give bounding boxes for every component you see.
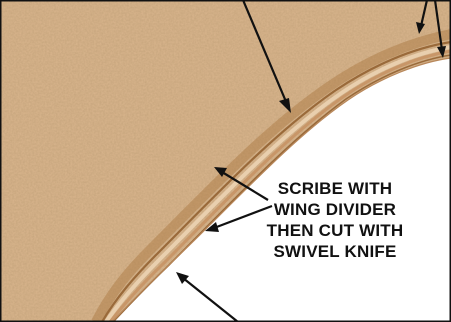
callout-line-2: WING DIVIDER (232, 199, 438, 220)
callout-line-3: THEN CUT WITH (232, 220, 438, 241)
callout-line-1: SCRIBE WITH (232, 178, 438, 199)
callout-line-4: SWIVEL KNIFE (232, 241, 438, 262)
callout-text: SCRIBE WITH WING DIVIDER THEN CUT WITH S… (232, 178, 438, 262)
